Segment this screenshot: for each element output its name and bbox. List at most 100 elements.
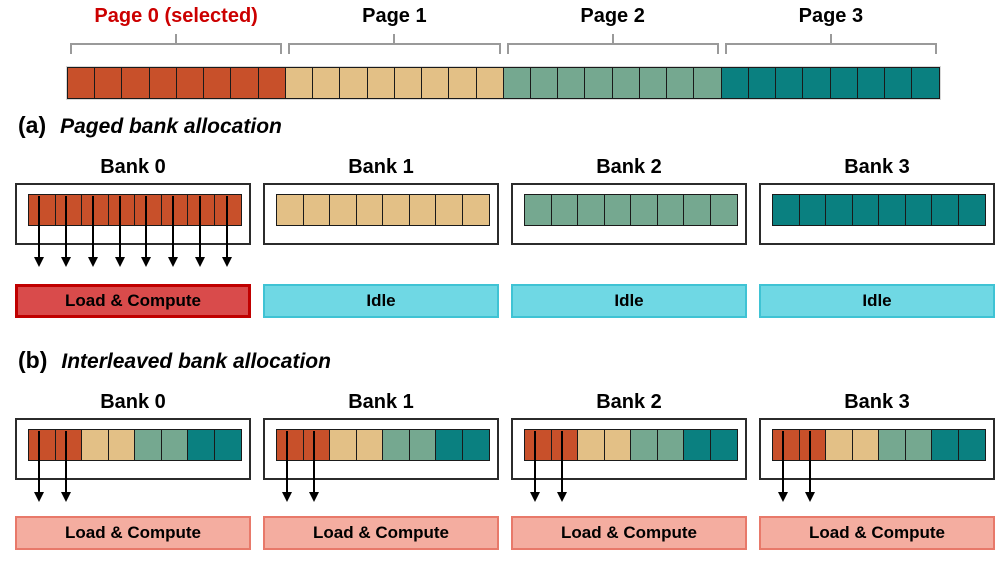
bank-title: Bank 0 bbox=[100, 156, 166, 178]
bank-title: Bank 3 bbox=[844, 156, 910, 178]
page-label-3: Page 3 bbox=[798, 5, 864, 27]
page-label-0: Page 0 (selected) bbox=[94, 5, 258, 27]
bank-cell bbox=[355, 194, 384, 226]
brace-tip-left bbox=[506, 43, 509, 54]
bank-box bbox=[263, 418, 499, 480]
bank-status-bar: Load & Compute bbox=[759, 516, 995, 550]
bank-cell bbox=[798, 194, 827, 226]
bank-cell bbox=[329, 429, 358, 461]
bank-cell bbox=[408, 194, 437, 226]
memory-cell bbox=[230, 67, 260, 99]
page-brace-row bbox=[67, 32, 940, 54]
memory-cell bbox=[529, 67, 559, 99]
bank-cell-strip bbox=[28, 194, 242, 226]
bank-title: Bank 1 bbox=[348, 156, 414, 178]
memory-cell bbox=[448, 67, 478, 99]
bank-cell bbox=[276, 429, 305, 461]
bank-cell bbox=[656, 429, 685, 461]
page-label-2: Page 2 bbox=[580, 5, 645, 27]
brace-tip-right bbox=[498, 43, 501, 54]
bank-cell-strip bbox=[276, 194, 490, 226]
bank-cell bbox=[656, 194, 685, 226]
bank-cell bbox=[798, 429, 827, 461]
memory-cell bbox=[775, 67, 804, 99]
bank-cell bbox=[134, 429, 163, 461]
bank-cell-strip bbox=[524, 194, 738, 226]
bank-status-bar: Idle bbox=[263, 284, 499, 318]
memory-cell bbox=[475, 67, 505, 99]
bank-cell bbox=[524, 429, 553, 461]
bank-cell bbox=[187, 429, 216, 461]
bank-column-1: Bank 1 Idle bbox=[263, 155, 499, 318]
bank-box bbox=[511, 418, 747, 480]
brace-tip-right bbox=[280, 43, 283, 54]
bank-cell-strip bbox=[772, 429, 986, 461]
bank-cell bbox=[577, 429, 606, 461]
brace-tip-left bbox=[724, 43, 727, 54]
bank-cell bbox=[825, 429, 854, 461]
bank-cell-strip bbox=[772, 194, 986, 226]
bank-box bbox=[759, 183, 995, 245]
bank-cell-strip bbox=[524, 429, 738, 461]
bank-cell bbox=[772, 194, 801, 226]
memory-cell bbox=[557, 67, 586, 99]
bank-cell bbox=[160, 429, 189, 461]
memory-cell bbox=[148, 67, 178, 99]
bank-cell bbox=[550, 194, 579, 226]
bank-status-bar: Load & Compute bbox=[15, 284, 251, 318]
bank-cell bbox=[435, 429, 464, 461]
bank-title: Bank 2 bbox=[596, 391, 662, 413]
bank-cell bbox=[382, 194, 411, 226]
bank-cell-strip bbox=[276, 429, 490, 461]
memory-cell bbox=[638, 67, 668, 99]
brace-page-3 bbox=[722, 32, 940, 54]
memory-cell bbox=[312, 67, 341, 99]
memory-cell bbox=[911, 67, 940, 99]
bank-cell bbox=[709, 194, 738, 226]
bank-cell bbox=[461, 429, 490, 461]
bank-status-bar: Idle bbox=[759, 284, 995, 318]
memory-cell bbox=[802, 67, 832, 99]
brace-line bbox=[506, 43, 719, 45]
bank-cell bbox=[28, 429, 57, 461]
memory-cell bbox=[611, 67, 641, 99]
bank-cell bbox=[54, 194, 83, 226]
brace-line bbox=[724, 43, 937, 45]
memory-cell bbox=[203, 67, 232, 99]
memory-cell bbox=[666, 67, 695, 99]
page-label-row: Page 0 (selected) Page 1 Page 2 Page 3 bbox=[67, 4, 940, 30]
bank-cell bbox=[54, 429, 83, 461]
bank-box bbox=[15, 418, 251, 480]
memory-cell bbox=[393, 67, 423, 99]
brace-center-tick bbox=[611, 34, 614, 44]
memory-cell bbox=[94, 67, 123, 99]
brace-tip-right bbox=[935, 43, 937, 54]
bank-cell bbox=[931, 194, 960, 226]
bank-cell bbox=[825, 194, 854, 226]
brace-tip-right bbox=[716, 43, 719, 54]
bank-cell bbox=[683, 194, 712, 226]
bank-cell bbox=[577, 194, 606, 226]
memory-cell bbox=[829, 67, 859, 99]
bank-cell bbox=[134, 194, 163, 226]
bank-cell bbox=[878, 194, 907, 226]
page-label-1: Page 1 bbox=[362, 5, 427, 27]
bank-cell bbox=[878, 429, 907, 461]
memory-cell bbox=[284, 67, 314, 99]
memory-cell bbox=[884, 67, 913, 99]
bank-box bbox=[511, 183, 747, 245]
memory-cell bbox=[67, 67, 96, 99]
section-tag-b: (b) bbox=[18, 347, 48, 373]
memory-cell bbox=[121, 67, 151, 99]
memory-cell bbox=[421, 67, 450, 99]
bank-cell bbox=[603, 194, 632, 226]
memory-cell bbox=[693, 67, 723, 99]
bank-cell bbox=[957, 429, 986, 461]
